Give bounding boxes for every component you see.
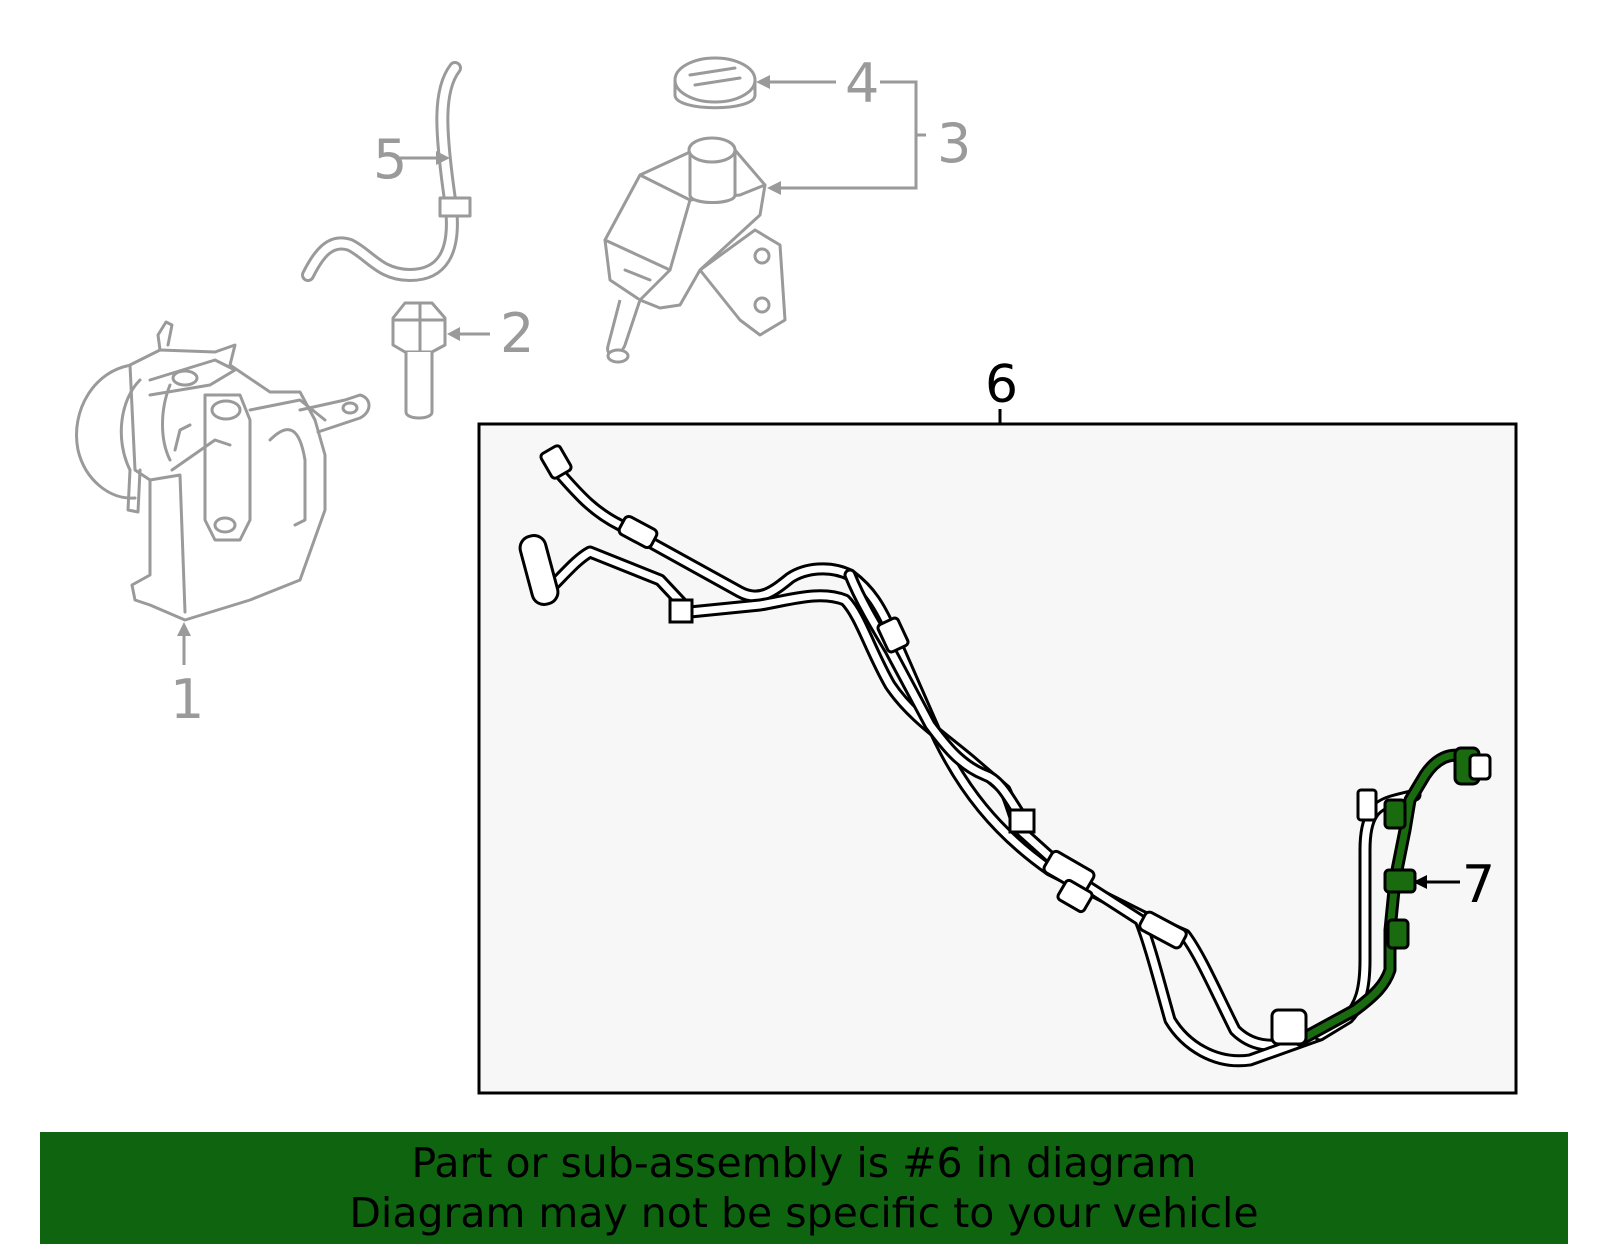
callout-7: 7 <box>1462 855 1495 915</box>
callout-2: 2 <box>500 302 534 365</box>
callout-6: 6 <box>985 355 1018 415</box>
part-3-reservoir <box>603 136 787 364</box>
leader-2-arrowhead <box>447 327 460 341</box>
part-6-hose-lines <box>518 444 1492 1068</box>
banner-line-2: Diagram may not be specific to your vehi… <box>349 1189 1259 1237</box>
part-1-pump <box>75 320 371 622</box>
banner-line-1: Part or sub-assembly is #6 in diagram <box>411 1139 1197 1187</box>
callout-1: 1 <box>170 668 204 731</box>
leader-5-arrowhead <box>436 151 450 165</box>
part-4-cap <box>673 56 757 110</box>
leader-7-arrowhead <box>1413 875 1427 889</box>
callout-5: 5 <box>373 128 407 191</box>
leader-1-arrowhead <box>177 622 191 636</box>
leader-3-arrowhead <box>767 181 781 195</box>
callout-3: 3 <box>937 112 971 175</box>
callout-4: 4 <box>845 52 879 115</box>
part-2-bolt <box>391 301 447 420</box>
leader-4-arrowhead <box>756 75 770 89</box>
notice-banner: Part or sub-assembly is #6 in diagram Di… <box>40 1132 1568 1244</box>
part-5-hose <box>301 61 472 283</box>
